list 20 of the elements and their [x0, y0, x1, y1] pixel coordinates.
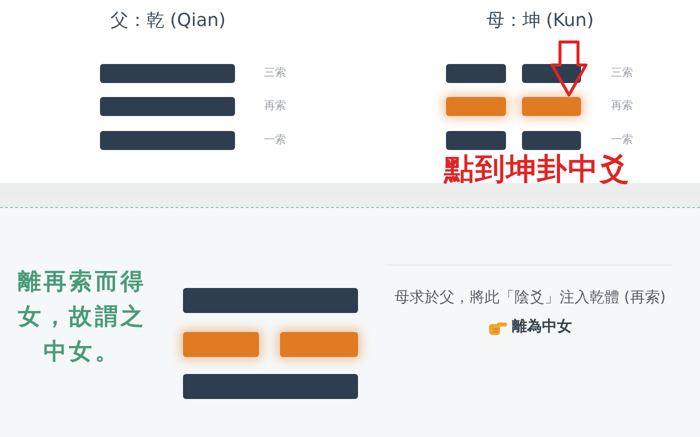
highlighted-yin-line-half	[280, 332, 358, 357]
line-position-label: 一索	[264, 133, 286, 146]
yin-line-half	[522, 131, 581, 150]
trigram-title: 母：坤 (Kun)	[486, 10, 594, 31]
arrow	[550, 40, 588, 96]
line-position-label: 再索	[611, 99, 633, 112]
line-position-label: 三索	[611, 66, 633, 79]
yin-line-half	[446, 131, 506, 150]
conclusion-text: 離再索而得女，故謂之中女。	[18, 269, 146, 365]
highlighted-yin-line-half	[446, 97, 506, 116]
highlighted-yin-line-half	[522, 97, 581, 116]
result-text: 離為中女	[512, 317, 572, 335]
annotation-text: 點到坤卦中爻	[444, 152, 630, 187]
trigram-title: 父：乾 (Qian)	[110, 10, 226, 31]
line-position-label: 再索	[264, 99, 286, 112]
description-text: 母求於父，將此「陰爻」注入乾體 (再索)	[394, 288, 666, 306]
yin-line-half	[446, 64, 506, 83]
line-position-label: 三索	[264, 66, 286, 79]
line-position-label: 一索	[611, 133, 633, 146]
highlighted-yin-line-half	[183, 332, 259, 357]
